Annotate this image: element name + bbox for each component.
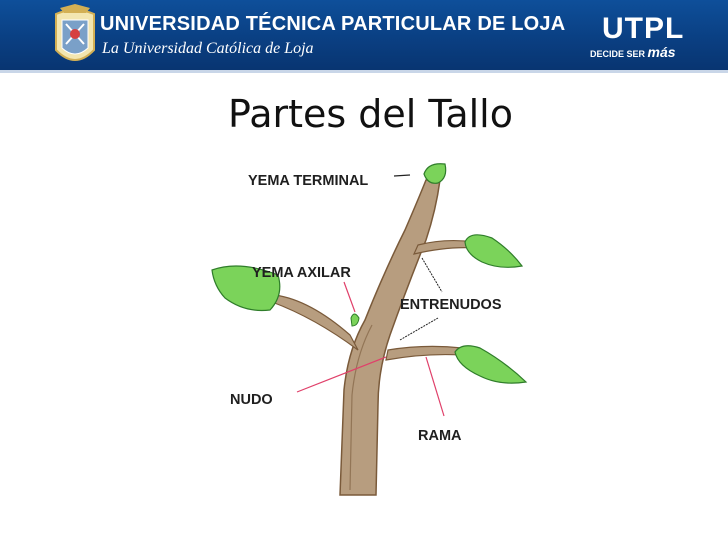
header-banner	[0, 0, 728, 72]
pointer-yema-axilar	[343, 281, 356, 313]
upper-right-leaf	[464, 234, 524, 268]
slogan-prefix: DECIDE SER	[590, 49, 646, 59]
pointer-entrenudos-upper	[421, 257, 443, 293]
pointer-rama	[425, 356, 445, 417]
left-leaf	[211, 265, 281, 312]
pointer-entrenudos-lower	[399, 317, 439, 341]
terminal-bud-leaf	[423, 163, 447, 184]
university-tagline: La Universidad Católica de Loja	[102, 40, 314, 57]
left-branch	[271, 294, 359, 351]
utpl-slogan: DECIDE SER más	[590, 44, 676, 60]
main-stem	[339, 179, 441, 496]
utpl-logo: UTPL	[602, 12, 685, 45]
label-yema-axilar: YEMA AXILAR	[252, 265, 351, 281]
label-entrenudos: ENTRENUDOS	[400, 297, 502, 313]
lower-right-branch	[385, 345, 463, 361]
university-seal-icon	[55, 4, 95, 61]
label-yema-terminal: YEMA TERMINAL	[248, 173, 368, 189]
header-divider	[0, 70, 728, 73]
label-rama: RAMA	[418, 428, 462, 444]
university-name: UNIVERSIDAD TÉCNICA PARTICULAR DE LOJA	[100, 13, 566, 35]
lower-right-leaf	[454, 345, 528, 384]
label-nudo: NUDO	[230, 392, 273, 408]
axillary-bud	[350, 313, 360, 327]
slide-title: Partes del Tallo	[228, 92, 513, 136]
slogan-emphasis: más	[647, 44, 676, 60]
stem-diagram: YEMA TERMINAL YEMA AXILAR ENTRENUDOS NUD…	[211, 163, 528, 496]
pointer-nudo	[296, 356, 387, 393]
pointer-yema-terminal	[393, 174, 411, 177]
